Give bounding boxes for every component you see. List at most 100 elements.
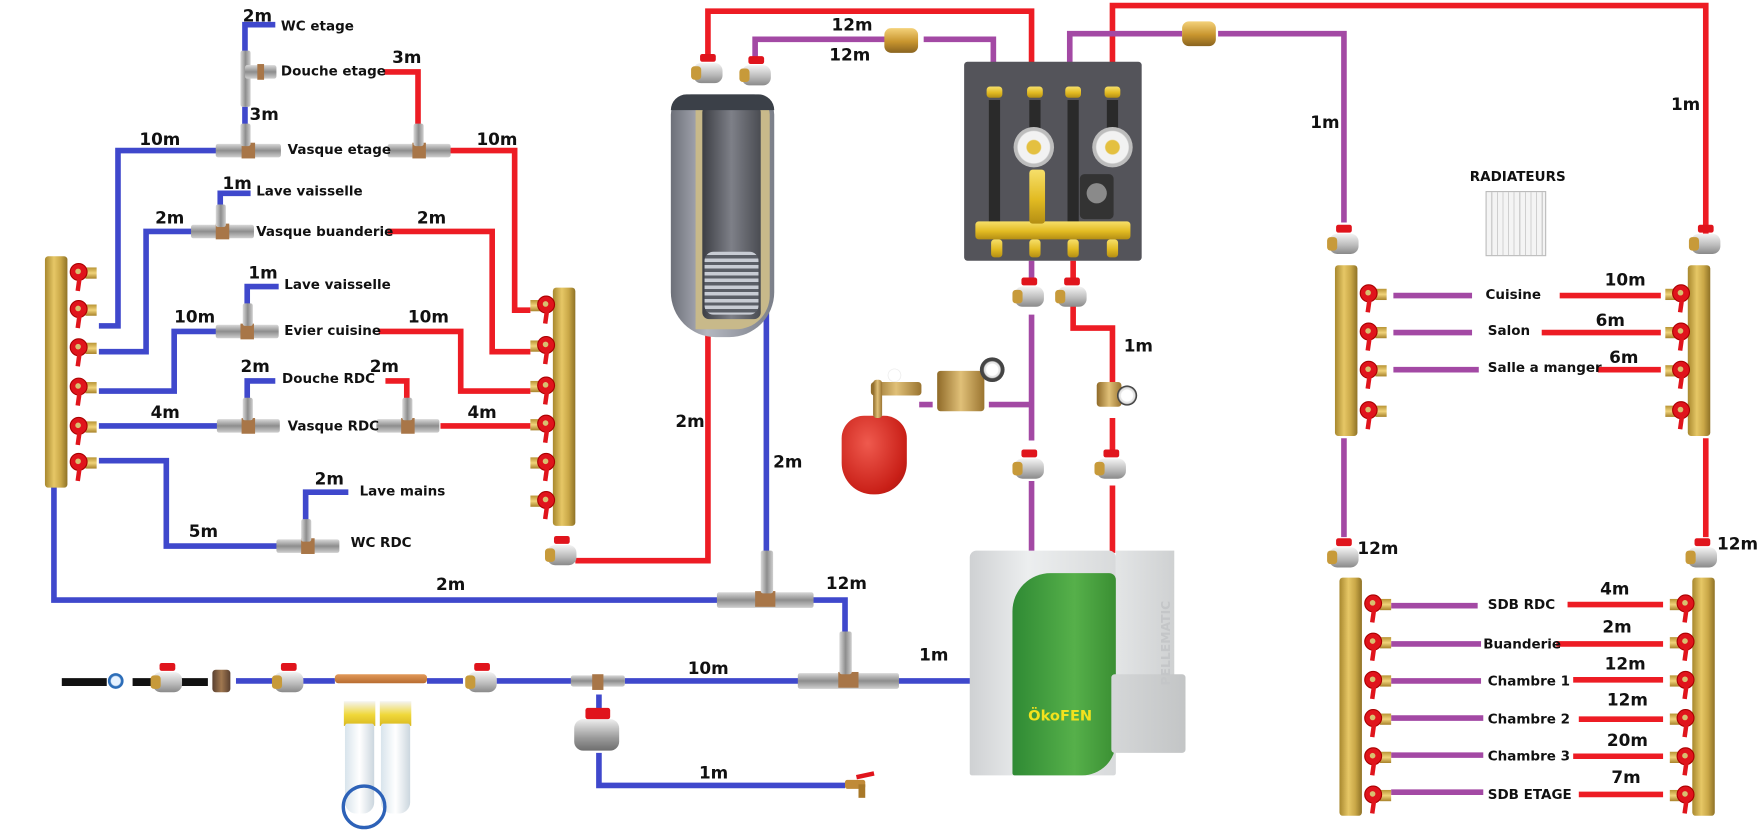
rad-flow-ground-nipple [1665, 365, 1677, 377]
rad-return-ground-valve-handle[interactable] [1359, 401, 1378, 420]
rad-flow-upper-nipple [1669, 675, 1682, 687]
filter-outlet-valve[interactable] [465, 662, 497, 693]
rad-return-upper-valve-handle[interactable] [1364, 670, 1383, 689]
hot-manifold-ball-valve[interactable] [544, 536, 577, 566]
hot-manifold-valve-handle[interactable] [537, 414, 556, 433]
tank-return-ball-valve[interactable] [739, 56, 771, 86]
rad-flow-upper-valve-handle[interactable] [1676, 709, 1695, 728]
rad-return-ground-nipple [1375, 365, 1387, 377]
pump-station [964, 61, 1142, 261]
tee-lave-vaisselle-2 [242, 303, 253, 326]
rad-room-label: Chambre 3 [1487, 748, 1570, 765]
rad-length-label: 6m [1609, 347, 1639, 368]
pipe-etage-hot-main [449, 147, 531, 313]
hot-manifold-nipple [530, 300, 542, 312]
rad-return-upper-valve-handle[interactable] [1364, 747, 1383, 766]
boiler-flow-ball-valve-top[interactable] [1055, 277, 1087, 307]
len-boiler-feed: 1m [919, 645, 949, 666]
filter-inlet-valve[interactable] [271, 662, 304, 693]
rad-flow-manifold-upper [1692, 577, 1715, 816]
cold-manifold-valve-handle[interactable] [69, 300, 88, 319]
hot-manifold-valve-handle[interactable] [537, 295, 556, 314]
label-wc-etage: WC etage [280, 17, 354, 34]
len-douche-etage: 3m [392, 47, 422, 68]
hot-manifold-valve-handle[interactable] [537, 335, 556, 354]
rad-flow-upper-valve-handle[interactable] [1676, 632, 1695, 651]
len-floor-return-riser: 12m [1357, 538, 1399, 559]
hot-manifold-valve-handle[interactable] [537, 376, 556, 395]
rad-flow-ground-valve-handle[interactable] [1672, 360, 1691, 379]
tee-douche-rdc-cold [242, 397, 253, 421]
water-meter-icon [107, 673, 124, 689]
rad-flow-upper-valve-handle[interactable] [1676, 670, 1695, 689]
pipe-tank-hot-out [575, 331, 711, 564]
hot-manifold-valve-handle[interactable] [537, 452, 556, 471]
check-valve-radiators [1182, 21, 1216, 47]
pipe-cuisine-cold [98, 328, 231, 394]
cold-manifold-valve-handle[interactable] [69, 452, 88, 471]
rad-return-upper-valve-handle[interactable] [1364, 594, 1383, 613]
rad-room-label: Salon [1487, 322, 1531, 339]
tee-lave-mains [301, 519, 312, 542]
rad-return-upper-valve-handle[interactable] [1364, 785, 1383, 804]
rad-room-label: Cuisine [1485, 286, 1542, 303]
len-garden-tap: 1m [698, 762, 729, 784]
tank-hot-ball-valve[interactable] [691, 53, 723, 84]
garden-branch-valve[interactable] [574, 707, 620, 751]
rad-flow-upper-valve-handle[interactable] [1676, 785, 1695, 804]
cold-manifold-valve-handle[interactable] [69, 416, 88, 435]
rad-length-label: 7m [1611, 767, 1641, 788]
floor-return-valve[interactable] [1327, 538, 1359, 568]
boiler-return-ball-valve-bottom[interactable] [1012, 449, 1044, 479]
cold-manifold-valve-handle[interactable] [69, 377, 88, 396]
rad-flow-upper-valve-handle[interactable] [1676, 747, 1695, 766]
len-buanderie-hot: 2m [416, 207, 447, 229]
rad-flow-upper-nipple [1669, 637, 1682, 649]
len-etage-riser: 3m [249, 104, 279, 125]
cold-manifold-valve-handle[interactable] [69, 338, 88, 357]
rad-return-upper-valve-handle[interactable] [1364, 632, 1383, 651]
rad-return-upper-valve-handle[interactable] [1364, 709, 1383, 728]
pipe-douche-etage-hot [384, 69, 421, 138]
rad-return-valve-top[interactable] [1327, 224, 1359, 254]
rad-flow-upper-nipple [1669, 598, 1682, 611]
rad-flow-ground-valve-handle[interactable] [1672, 401, 1691, 420]
rad-return-ground-valve-handle[interactable] [1359, 360, 1378, 379]
cold-manifold-nipple [85, 342, 97, 354]
rad-flow-ground-valve-handle[interactable] [1672, 284, 1691, 303]
tee-vasque-rdc-cold [216, 418, 280, 434]
len-tee-branch: 12m [825, 573, 867, 594]
main-shutoff-valve[interactable] [150, 662, 183, 693]
rad-return-ground-valve-handle[interactable] [1359, 322, 1378, 341]
pipe-coil-flow [705, 8, 1035, 88]
cold-manifold-valve-handle[interactable] [69, 262, 88, 281]
len-safety-branch: 1m [1123, 335, 1154, 357]
label-wc-rdc: WC RDC [350, 534, 412, 551]
len-buanderie-cold: 2m [155, 207, 185, 229]
len-floor-flow-riser: 12m [1717, 533, 1759, 554]
cold-manifold-nipple [85, 267, 97, 279]
hot-manifold-nipple [530, 419, 542, 431]
hot-manifold-nipple [530, 457, 542, 469]
boiler-flow-ball-valve-bottom[interactable] [1094, 449, 1126, 479]
hot-manifold-valve-handle[interactable] [537, 491, 556, 510]
circulator-pump-2 [1092, 126, 1133, 168]
garden-tap-icon[interactable] [845, 771, 875, 798]
rad-return-ground-valve-handle[interactable] [1359, 284, 1378, 303]
boiler-brand: ÖkoFEN [1028, 707, 1093, 725]
tee-lave-vaisselle-1 [215, 204, 226, 227]
rad-flow-upper-valve-handle[interactable] [1676, 594, 1695, 613]
rad-length-label: 2m [1602, 616, 1632, 638]
floor-flow-valve[interactable] [1685, 538, 1718, 568]
rad-flow-valve-top[interactable] [1688, 224, 1721, 254]
filter-wrench-icon [341, 784, 387, 830]
len-etage-cold-main: 10m [139, 129, 181, 150]
expansion-gauge [887, 368, 902, 383]
rad-return-upper-nipple [1379, 598, 1392, 611]
pipe-cold-manifold-feed [51, 483, 720, 603]
rad-flow-ground-valve-handle[interactable] [1672, 322, 1691, 341]
rad-return-ground-nipple [1375, 326, 1387, 339]
label-vasque-etage: Vasque etage [287, 141, 392, 158]
boiler-return-ball-valve-top[interactable] [1012, 277, 1044, 307]
tee-douche-etage [244, 64, 277, 80]
